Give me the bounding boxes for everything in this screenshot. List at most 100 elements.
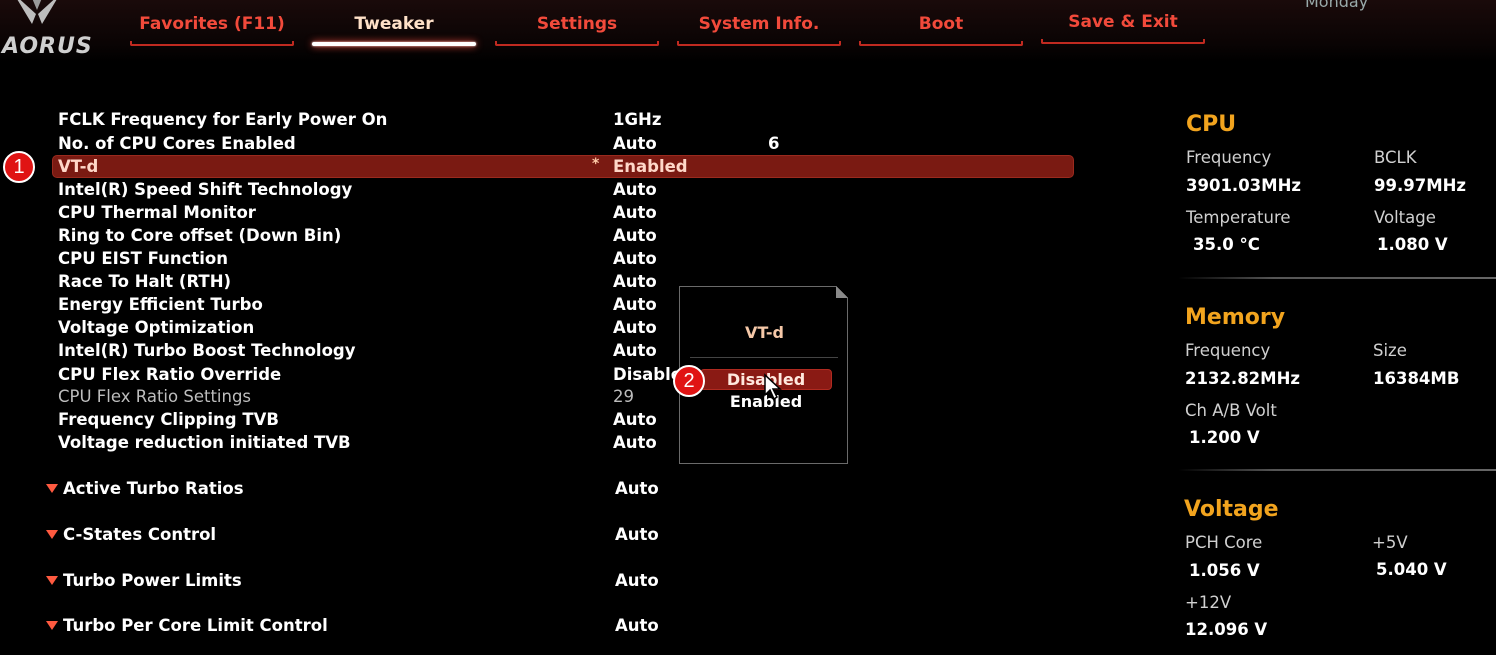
setting-name: CPU Thermal Monitor xyxy=(58,203,256,222)
tab-label: System Info. xyxy=(698,14,820,34)
setting-name: Voltage Optimization xyxy=(58,318,255,337)
vt-d-option-popup: VT-d Disabled Enabled xyxy=(679,286,848,464)
group-name: C-States Control xyxy=(63,525,217,544)
cpu-temperature-value: 35.0 °C xyxy=(1193,235,1260,254)
setting-row-thermal-monitor[interactable]: CPU Thermal Monitor Auto xyxy=(0,202,1080,225)
setting-value: Enabled xyxy=(613,157,688,176)
memory-chab-label: Ch A/B Volt xyxy=(1185,401,1277,420)
cpu-voltage-label: Voltage xyxy=(1374,208,1436,227)
setting-value: Auto xyxy=(613,203,657,222)
setting-name: Energy Efficient Turbo xyxy=(58,295,263,314)
memory-size-label: Size xyxy=(1373,341,1407,360)
popup-divider xyxy=(690,357,838,358)
setting-name: CPU Flex Ratio Settings xyxy=(58,387,252,406)
setting-row-race-to-halt[interactable]: Race To Halt (RTH) Auto xyxy=(0,271,1080,294)
setting-value: Auto xyxy=(613,433,657,452)
setting-name: Ring to Core offset (Down Bin) xyxy=(58,226,342,245)
tab-save-exit[interactable]: Save & Exit xyxy=(1041,10,1205,44)
setting-name: Voltage reduction initiated TVB xyxy=(58,433,351,452)
setting-value: Auto xyxy=(613,410,657,429)
setting-row-voltage-optimization[interactable]: Voltage Optimization Auto xyxy=(0,317,1080,340)
cpu-frequency-label: Frequency xyxy=(1186,148,1272,167)
aorus-logo: AORUS xyxy=(0,0,110,62)
setting-row-fclk[interactable]: FCLK Frequency for Early Power On 1GHz xyxy=(0,109,1080,132)
callout-1: 1 xyxy=(3,151,35,183)
mouse-cursor-icon xyxy=(764,373,782,401)
setting-value: Auto xyxy=(613,341,657,360)
expand-triangle-icon xyxy=(46,576,58,585)
setting-value: 1GHz xyxy=(613,110,662,129)
group-name: Turbo Power Limits xyxy=(63,571,242,590)
selection-highlight xyxy=(52,155,1074,178)
setting-row-flex-override[interactable]: CPU Flex Ratio Override Disable xyxy=(0,364,1080,387)
cpu-bclk-label: BCLK xyxy=(1374,148,1417,167)
setting-row-cpu-cores[interactable]: No. of CPU Cores Enabled Auto 6 xyxy=(0,133,1080,156)
group-name: Turbo Per Core Limit Control xyxy=(63,616,328,635)
clock-day: Monday xyxy=(1305,0,1369,11)
setting-row-flex-ratio-settings: CPU Flex Ratio Settings 29 xyxy=(0,386,1080,409)
setting-row-voltage-reduction[interactable]: Voltage reduction initiated TVB Auto xyxy=(0,432,1080,455)
memory-frequency-value: 2132.82MHz xyxy=(1185,369,1300,388)
tab-label: Tweaker xyxy=(354,14,434,34)
cpu-frequency-value: 3901.03MHz xyxy=(1186,176,1301,195)
tab-underline xyxy=(312,42,476,46)
group-c-states[interactable]: C-States Control Auto xyxy=(0,524,1080,547)
setting-name: CPU EIST Function xyxy=(58,249,228,268)
setting-name: Frequency Clipping TVB xyxy=(58,410,279,429)
setting-name: Race To Halt (RTH) xyxy=(58,272,232,291)
tab-label: Favorites (F11) xyxy=(139,14,285,34)
tab-label: Boot xyxy=(918,14,964,34)
setting-row-frequency-clipping[interactable]: Frequency Clipping TVB Auto xyxy=(0,409,1080,432)
setting-row-eist[interactable]: CPU EIST Function Auto xyxy=(0,248,1080,271)
setting-value: Auto xyxy=(613,249,657,268)
group-name: Active Turbo Ratios xyxy=(63,479,244,498)
tab-boot[interactable]: Boot xyxy=(859,12,1023,46)
panel-divider xyxy=(1178,277,1496,279)
tab-favorites[interactable]: Favorites (F11) xyxy=(130,12,294,46)
cpu-temperature-label: Temperature xyxy=(1186,208,1291,227)
expand-triangle-icon xyxy=(46,530,58,539)
setting-value: Auto xyxy=(613,134,657,153)
group-active-turbo-ratios[interactable]: Active Turbo Ratios Auto xyxy=(0,478,1080,501)
cpu-bclk-value: 99.97MHz xyxy=(1374,176,1467,195)
setting-value: Disable xyxy=(613,365,682,384)
cpu-voltage-value: 1.080 V xyxy=(1377,235,1448,254)
callout-2: 2 xyxy=(673,365,705,397)
setting-name: No. of CPU Cores Enabled xyxy=(58,134,296,153)
memory-heading: Memory xyxy=(1185,305,1286,330)
setting-value: Auto xyxy=(613,318,657,337)
group-turbo-per-core[interactable]: Turbo Per Core Limit Control Auto xyxy=(0,615,1080,638)
setting-name: VT-d xyxy=(58,157,99,176)
expand-triangle-icon xyxy=(46,484,58,493)
tab-settings[interactable]: Settings xyxy=(495,12,659,46)
setting-row-vt-d[interactable]: VT-d * Enabled xyxy=(0,155,1080,179)
tab-system-info[interactable]: System Info. xyxy=(677,12,841,46)
tab-tweaker[interactable]: Tweaker xyxy=(312,12,476,46)
folded-corner-icon xyxy=(836,286,848,298)
group-turbo-power-limits[interactable]: Turbo Power Limits Auto xyxy=(0,570,1080,593)
setting-extra-value: 6 xyxy=(768,134,780,153)
memory-frequency-label: Frequency xyxy=(1185,341,1271,360)
expand-triangle-icon xyxy=(46,621,58,630)
pch-core-label: PCH Core xyxy=(1185,533,1263,552)
memory-size-value: 16384MB xyxy=(1373,369,1460,388)
group-value: Auto xyxy=(615,525,659,544)
pch-core-value: 1.056 V xyxy=(1189,561,1260,580)
setting-value: Auto xyxy=(613,226,657,245)
tab-underline xyxy=(130,41,294,46)
tab-underline xyxy=(677,41,841,46)
setting-row-energy-turbo[interactable]: Energy Efficient Turbo Auto xyxy=(0,294,1080,317)
setting-row-speed-shift[interactable]: Intel(R) Speed Shift Technology Auto xyxy=(0,179,1080,202)
modified-star-icon: * xyxy=(592,156,600,172)
setting-row-turbo-boost[interactable]: Intel(R) Turbo Boost Technology Auto xyxy=(0,340,1080,363)
tab-label: Settings xyxy=(536,14,618,34)
setting-value: Auto xyxy=(613,295,657,314)
memory-chab-value: 1.200 V xyxy=(1189,428,1260,447)
setting-name: CPU Flex Ratio Override xyxy=(58,365,282,384)
tab-underline xyxy=(859,41,1023,46)
setting-value: 29 xyxy=(613,387,634,406)
tab-label: Save & Exit xyxy=(1068,12,1178,32)
setting-row-ring-offset[interactable]: Ring to Core offset (Down Bin) Auto xyxy=(0,225,1080,248)
tab-underline xyxy=(495,41,659,46)
option-enabled[interactable]: Enabled xyxy=(729,392,803,411)
